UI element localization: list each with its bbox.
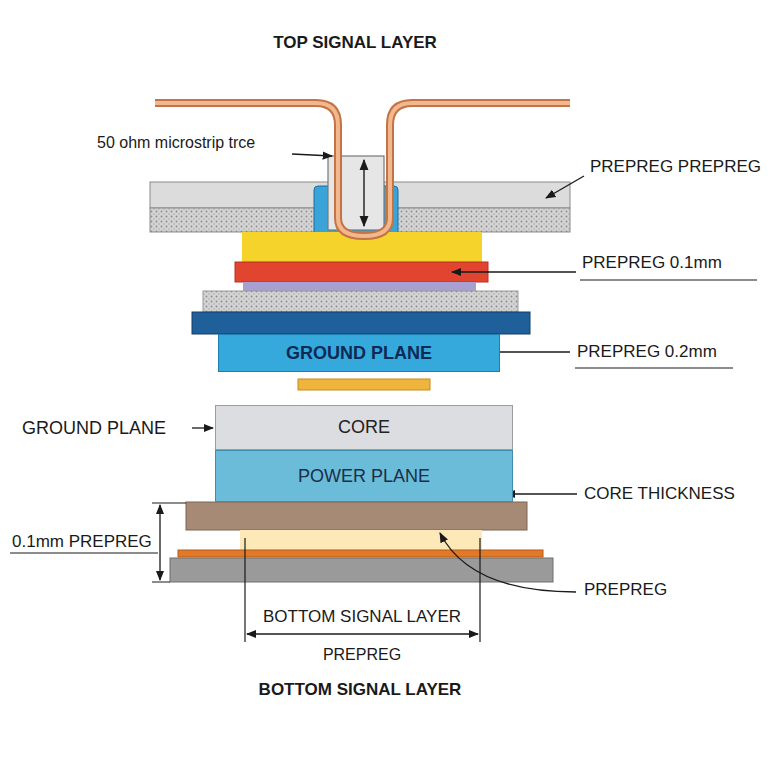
- dark-layer: [192, 312, 530, 334]
- callout-label: CORE THICKNESS: [582, 484, 737, 504]
- underline: [580, 279, 757, 280]
- leader-line: [192, 427, 213, 428]
- underline: [575, 367, 733, 368]
- callout-label: PREPREG: [582, 580, 669, 600]
- bracket-tick: [152, 582, 170, 583]
- dimension-extension: [479, 538, 480, 642]
- callout-label: 0.1mm PREPREG: [10, 532, 154, 552]
- leader-line: [452, 271, 576, 272]
- layer-label: GROUND PLANE: [286, 343, 432, 364]
- diagram-title: TOP SIGNAL LAYER: [273, 33, 437, 53]
- prepreg-layer: [235, 262, 488, 282]
- callout-label: 50 ohm microstrip trce: [95, 134, 257, 152]
- layer-band: GROUND PLANE: [218, 334, 500, 372]
- layer-label: POWER PLANE: [298, 466, 430, 487]
- leader-line: [546, 176, 584, 198]
- prepreg-hatch: [203, 291, 518, 312]
- diagram-caption: BOTTOM SIGNAL LAYER: [259, 680, 462, 700]
- callout-label: GROUND PLANE: [20, 418, 168, 439]
- thickness-bracket: [159, 505, 160, 580]
- layer-band: POWER PLANE: [215, 450, 513, 502]
- leader-line: [440, 533, 576, 592]
- leader-line: [292, 154, 332, 156]
- copper-strip: [298, 379, 430, 390]
- dimension-arrow: [247, 633, 478, 634]
- microstrip-trace-inner: [155, 103, 570, 236]
- callout-label: BOTTOM SIGNAL LAYER: [261, 607, 463, 627]
- dimension-arrow: [363, 160, 364, 226]
- copper-layer: [178, 550, 543, 557]
- callout-label: PREPREG PREPREG: [588, 157, 763, 177]
- layer-label: CORE: [338, 417, 390, 438]
- underline: [10, 552, 158, 553]
- bottom-layer: [170, 558, 553, 582]
- microstrip-trace: [155, 103, 570, 236]
- callout-label: PREPREG: [321, 646, 403, 664]
- leader-line: [506, 493, 577, 494]
- prepreg-layer: [240, 530, 482, 550]
- dimension-extension: [244, 538, 245, 642]
- callout-label: PREPREG 0.2mm: [575, 342, 719, 362]
- layer-band: CORE: [215, 405, 513, 450]
- bracket-tick: [152, 503, 186, 504]
- prepreg-layer: [186, 502, 527, 530]
- thin-layer: [243, 282, 476, 291]
- callout-label: PREPREG 0.1mm: [580, 253, 724, 273]
